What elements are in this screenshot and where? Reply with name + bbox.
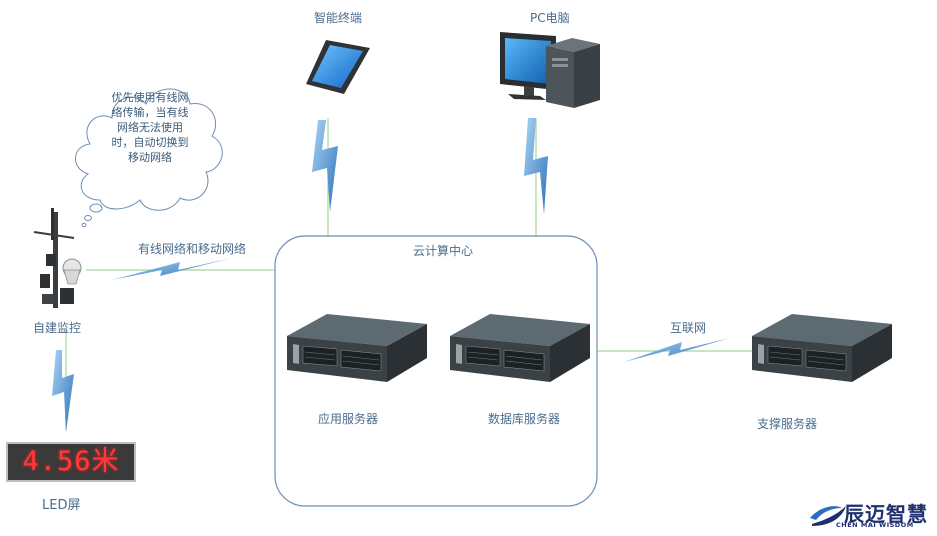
bolt-led-link-icon	[52, 350, 74, 432]
logo-subtitle: CHEN MAI WISDOM	[836, 521, 914, 529]
led-screen-label: LED屏	[42, 498, 81, 513]
bolt-internet-link-icon	[624, 338, 730, 362]
internet-link-label: 互联网	[670, 321, 707, 335]
smartphone-icon	[306, 40, 370, 94]
thought-bubble	[75, 88, 223, 228]
support-server-icon	[751, 313, 893, 383]
bolt-pc-link-icon	[524, 118, 548, 214]
smartphone-label: 智能终端	[314, 11, 363, 25]
monitor-label: 自建监控	[33, 321, 82, 335]
logo-mark-icon	[810, 506, 846, 526]
logo-name: 辰迈智慧	[844, 502, 928, 526]
support-server-label: 支撑服务器	[757, 417, 818, 431]
monitoring-station-icon	[33, 208, 82, 308]
wired-mobile-link-label: 有线网络和移动网络	[138, 242, 247, 256]
database-server-icon	[449, 313, 591, 383]
pc-label: PC电脑	[530, 11, 570, 25]
application-server-icon	[286, 313, 428, 383]
bolt-monitor-link-icon	[112, 258, 232, 280]
led-screen: 4.56米	[6, 442, 136, 482]
pc-computer-icon	[500, 32, 600, 108]
company-logo: 辰迈智慧 CHEN MAI WISDOM	[808, 498, 930, 532]
app-server-label: 应用服务器	[318, 412, 379, 426]
cloud-center-boundary	[274, 235, 598, 507]
bolt-phone-link-icon	[312, 120, 338, 212]
db-server-label: 数据库服务器	[488, 412, 561, 426]
cloud-center-label: 云计算中心	[413, 244, 474, 258]
led-display-value: 4.56米	[22, 446, 120, 477]
thought-bubble-text: 优先使用有线网络传输，当有线网络无法使用时，自动切换到移动网络	[111, 91, 189, 164]
